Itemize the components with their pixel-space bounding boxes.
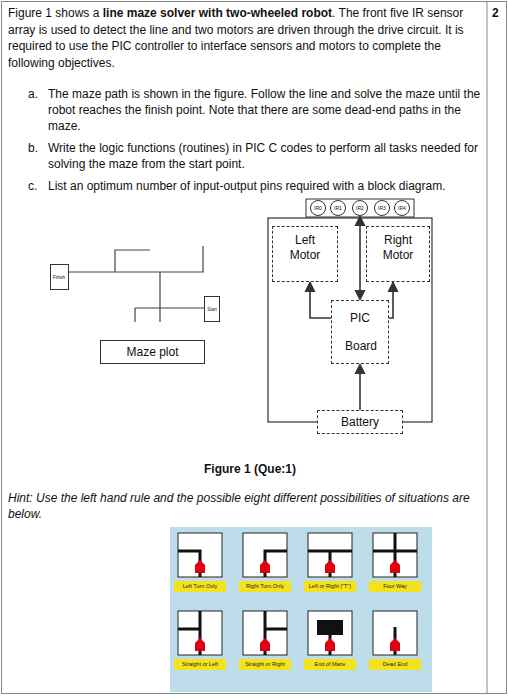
battery-box: Battery bbox=[317, 410, 403, 434]
situation-icon bbox=[243, 611, 287, 655]
node-text: Battery bbox=[341, 415, 379, 430]
ir-sensor: IR1 bbox=[330, 200, 346, 216]
list-marker: a. bbox=[28, 86, 46, 102]
question-paragraph: Figure 1 shows a line maze solver with t… bbox=[8, 5, 484, 71]
connector-arrow bbox=[359, 364, 361, 410]
ir-sensor: IR0 bbox=[310, 200, 326, 216]
question-text: Figure 1 shows a bbox=[8, 6, 99, 20]
robot-symbol bbox=[325, 638, 335, 651]
icon-frame bbox=[308, 533, 352, 577]
situation-label: Straight or Right bbox=[239, 659, 291, 670]
ir-sensor: IR2 bbox=[352, 200, 368, 216]
list-marker: c. bbox=[28, 178, 46, 194]
icon-frame bbox=[308, 611, 352, 655]
node-text: IR0 bbox=[314, 205, 322, 211]
situation-icon bbox=[373, 533, 417, 577]
objective-text: The maze path is shown in the figure. Fo… bbox=[48, 86, 484, 134]
situation-icon bbox=[178, 611, 222, 655]
node-text: Left Turn Only bbox=[183, 583, 218, 590]
ir-sensor: IR4 bbox=[394, 200, 410, 216]
node-text: Finish bbox=[53, 275, 65, 280]
sensor-bar bbox=[306, 199, 414, 217]
node-text: IR1 bbox=[334, 205, 342, 211]
situation-label: Dead End bbox=[369, 659, 421, 670]
robot-symbol bbox=[390, 638, 400, 651]
situation-label: End of Maze bbox=[304, 659, 356, 670]
objective-text: Write the logic functions (routines) in … bbox=[48, 140, 484, 172]
icon-frame bbox=[243, 533, 287, 577]
situation-label: Four Way bbox=[369, 581, 421, 592]
question-text-bold: line maze solver with two-wheeled robot bbox=[103, 6, 332, 20]
controller-box: PIC Board bbox=[331, 300, 389, 364]
connector-arrow bbox=[359, 216, 361, 300]
situation-label: Left Turn Only bbox=[174, 581, 226, 592]
situation-panel bbox=[170, 527, 432, 692]
icon-frame bbox=[373, 533, 417, 577]
motor-box: Left Motor bbox=[272, 226, 338, 282]
situation-icons bbox=[178, 533, 417, 655]
robot-symbol bbox=[260, 560, 270, 573]
robot-outline bbox=[268, 218, 432, 422]
connector-arrow bbox=[389, 282, 393, 318]
maze-line-symbol bbox=[308, 551, 352, 577]
icon-frame bbox=[178, 611, 222, 655]
node-text: PIC Board bbox=[345, 304, 375, 360]
situation-label: Straight or Left bbox=[174, 659, 226, 670]
objective-text: List an optimum number of input-output p… bbox=[48, 178, 484, 194]
node-text: IR2 bbox=[356, 205, 364, 211]
connector-arrow bbox=[310, 282, 331, 318]
situation-icon bbox=[243, 533, 287, 577]
column-rule bbox=[487, 2, 488, 694]
situation-label: Right Turn Only bbox=[239, 581, 291, 592]
node-text: Left Motor bbox=[280, 233, 330, 263]
question-marks: 2 bbox=[492, 5, 504, 21]
node-text: Left or Right ("T") bbox=[309, 583, 351, 590]
node-text: Right Motor bbox=[373, 233, 423, 263]
situation-icon bbox=[308, 611, 352, 655]
node-text: Straight or Right bbox=[245, 661, 285, 668]
node-text: Start bbox=[207, 307, 217, 312]
hint-text: Hint: Use the left hand rule and the pos… bbox=[8, 490, 484, 522]
end-block-symbol bbox=[317, 620, 343, 635]
robot-symbol bbox=[195, 560, 205, 573]
icon-frame bbox=[243, 611, 287, 655]
icon-frame bbox=[373, 611, 417, 655]
node-text: Straight or Left bbox=[182, 661, 218, 668]
start-box: Start bbox=[204, 296, 220, 322]
robot-symbol bbox=[390, 560, 400, 573]
situation-icon bbox=[308, 533, 352, 577]
maze-lines bbox=[66, 246, 205, 322]
node-text: Dead End bbox=[383, 661, 407, 668]
robot-symbol bbox=[260, 638, 270, 651]
node-text: Maze plot bbox=[126, 345, 178, 360]
node-text: IR4 bbox=[398, 205, 406, 211]
robot-symbol bbox=[195, 638, 205, 651]
node-text: Four Way bbox=[383, 583, 407, 590]
node-text: IR3 bbox=[378, 205, 386, 211]
figure-caption: Figure 1 (Que:1) bbox=[100, 461, 400, 477]
situation-icon bbox=[373, 611, 417, 655]
icon-frame bbox=[178, 533, 222, 577]
motor-box: Right Motor bbox=[366, 226, 430, 282]
node-text: End of Maze bbox=[315, 661, 346, 668]
plot-label-box: Maze plot bbox=[100, 340, 205, 364]
situation-label: Left or Right ("T") bbox=[304, 581, 356, 592]
situation-icon bbox=[178, 533, 222, 577]
maze-line-symbol bbox=[373, 533, 417, 577]
list-marker: b. bbox=[28, 140, 46, 156]
finish-box: Finish bbox=[50, 264, 69, 290]
ir-sensor: IR3 bbox=[374, 200, 390, 216]
node-text: Right Turn Only bbox=[246, 583, 284, 590]
robot-symbol bbox=[325, 560, 335, 573]
